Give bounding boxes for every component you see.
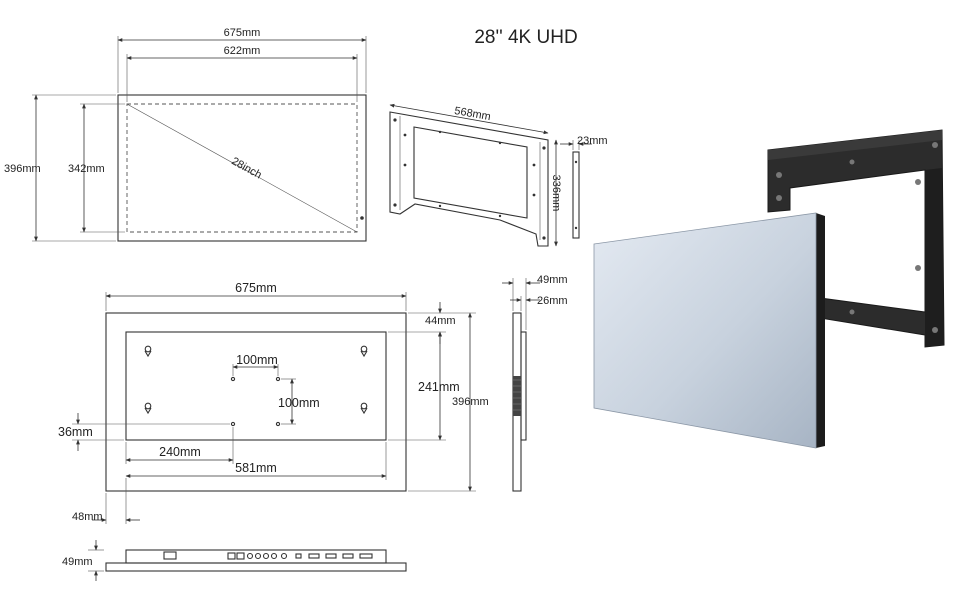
rear-left-margin-label: 48mm xyxy=(72,511,103,523)
front-inner-height-label: 342mm xyxy=(68,163,105,175)
rear-panel-height-label: 241mm xyxy=(418,380,460,394)
rear-panel-width-label: 581mm xyxy=(235,461,277,475)
front-sensor-dot xyxy=(360,216,364,220)
bottom-ports xyxy=(163,551,373,560)
front-outline xyxy=(117,94,367,242)
side-ports xyxy=(513,376,521,416)
rear-panel xyxy=(125,331,387,441)
vesa-h-label: 100mm xyxy=(236,353,278,367)
bracket-width-label: 568mm xyxy=(453,105,491,123)
side-body-depth-label: 26mm xyxy=(537,295,568,307)
bracket-height-label: 336mm xyxy=(550,175,562,212)
bottom-depth-label: 49mm xyxy=(62,556,93,568)
bracket-side-profile xyxy=(572,151,580,239)
front-screen-area xyxy=(126,103,358,233)
tv-panel-edge xyxy=(816,213,825,448)
product-render xyxy=(593,129,945,449)
bracket-width-line xyxy=(389,103,549,135)
front-diagonal-label: 28inch xyxy=(229,155,263,181)
front-outer-height-label: 396mm xyxy=(4,163,41,175)
front-diagonal xyxy=(126,103,358,233)
rear-total-height-label: 396mm xyxy=(452,396,489,408)
bottom-body xyxy=(125,549,387,564)
bracket-outline xyxy=(389,111,549,247)
front-inner-width-label: 622mm xyxy=(224,45,261,57)
bracket-depth-label: 23mm xyxy=(577,135,608,147)
rear-top-margin-label: 44mm xyxy=(425,315,456,327)
mirror-tv-image xyxy=(593,212,817,449)
front-outer-width-label: 675mm xyxy=(224,27,261,39)
rear-hole-offset-label: 240mm xyxy=(159,445,201,459)
vesa-v-label: 100mm xyxy=(278,396,320,410)
vesa-holes xyxy=(230,376,281,427)
rear-width-label: 675mm xyxy=(235,281,277,295)
side-body xyxy=(520,331,527,441)
rear-bottom-offset-label: 36mm xyxy=(58,425,93,439)
side-view: 49mm 26mm xyxy=(502,274,568,492)
side-total-depth-label: 49mm xyxy=(537,274,568,286)
bracket-window xyxy=(413,126,528,219)
bottom-glass xyxy=(105,562,407,572)
bottom-view: 49mm xyxy=(62,540,407,581)
rear-outline xyxy=(105,312,407,492)
bracket-view: 568mm 336mm 23mm xyxy=(389,103,608,247)
hanger-holes xyxy=(144,345,368,415)
rear-view: 675mm 100mm 100mm 44mm 241mm 396mm 36mm xyxy=(58,281,489,524)
front-view: 28inch 675mm 622mm 396mm 342mm xyxy=(4,27,367,242)
drawing-title: 28'' 4K UHD xyxy=(474,27,577,48)
